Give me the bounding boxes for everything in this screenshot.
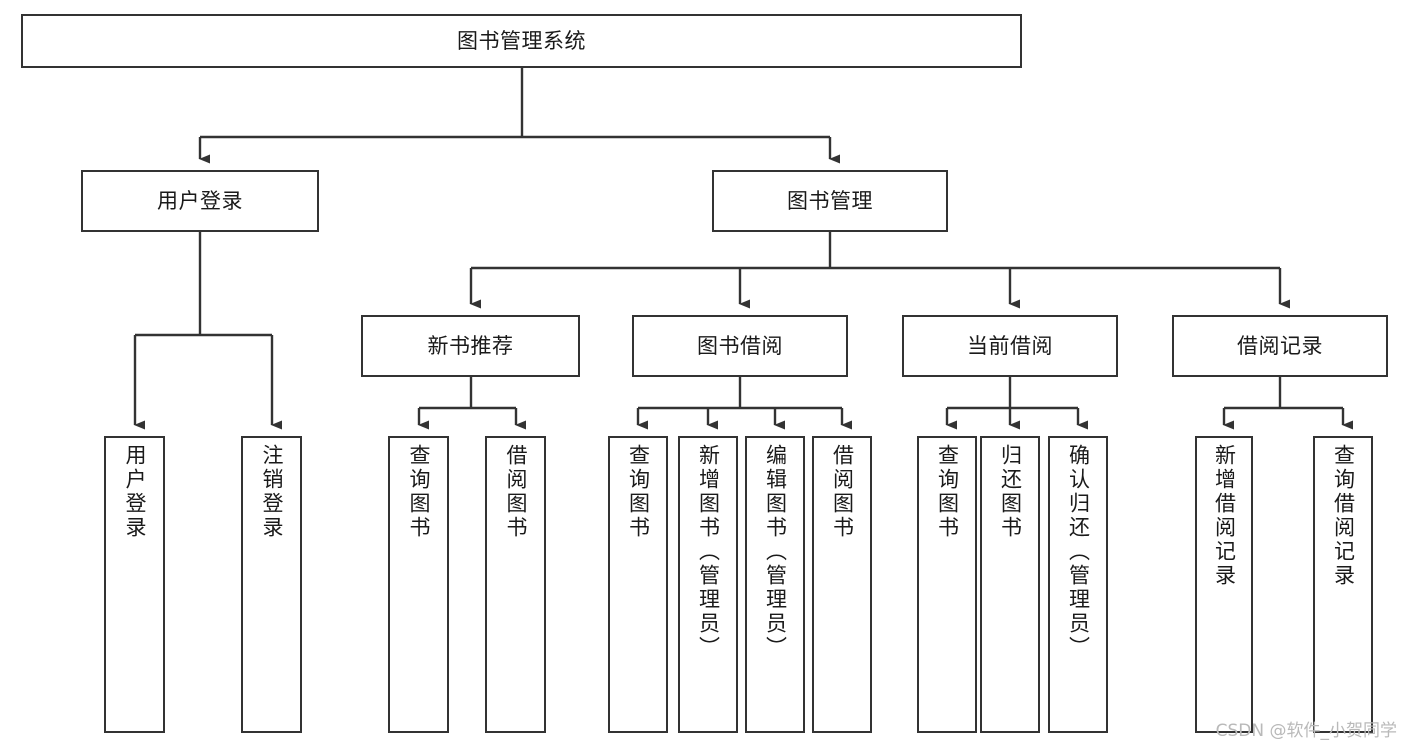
node-leaf-bor-4[interactable]: 借阅图书 [812,436,872,733]
node-label: 图书管理系统 [457,28,586,53]
node-leaf-login-2[interactable]: 注销登录 [241,436,302,733]
node-leaf-cur-1[interactable]: 查询图书 [917,436,977,733]
node-label: 当前借阅 [967,333,1053,358]
node-label: 确认归还（管理员） [1066,444,1091,660]
node-current[interactable]: 当前借阅 [902,315,1118,377]
node-label: 图书管理 [787,188,873,213]
node-leaf-rec-2[interactable]: 查询借阅记录 [1313,436,1373,733]
node-label: 查询借阅记录 [1331,444,1356,588]
node-login[interactable]: 用户登录 [81,170,319,232]
node-leaf-new-1[interactable]: 查询图书 [388,436,449,733]
watermark-text: CSDN @软件_小贺同学 [1215,721,1397,741]
node-label: 借阅图书 [504,444,528,540]
node-label: 注销登录 [260,444,284,540]
node-leaf-login-1[interactable]: 用户登录 [104,436,165,733]
node-label: 新增图书（管理员） [696,444,721,660]
node-leaf-bor-3[interactable]: 编辑图书（管理员） [745,436,805,733]
node-label: 借阅记录 [1237,333,1323,358]
node-leaf-rec-1[interactable]: 新增借阅记录 [1195,436,1253,733]
node-records[interactable]: 借阅记录 [1172,315,1388,377]
node-borrow[interactable]: 图书借阅 [632,315,848,377]
node-root[interactable]: 图书管理系统 [21,14,1022,68]
node-label: 查询图书 [407,444,431,540]
node-label: 新书推荐 [427,333,514,358]
node-label: 查询图书 [935,444,960,540]
node-label: 编辑图书（管理员） [763,444,788,660]
node-leaf-bor-2[interactable]: 新增图书（管理员） [678,436,738,733]
node-leaf-new-2[interactable]: 借阅图书 [485,436,546,733]
node-label: 用户登录 [157,188,243,213]
node-label: 归还图书 [998,444,1023,540]
node-leaf-cur-3[interactable]: 确认归还（管理员） [1048,436,1108,733]
node-label: 用户登录 [123,444,147,540]
node-label: 新增借阅记录 [1212,444,1237,588]
node-label: 图书借阅 [697,333,783,358]
node-newbook[interactable]: 新书推荐 [361,315,580,377]
node-label: 查询图书 [626,444,651,540]
node-bookmgmt[interactable]: 图书管理 [712,170,948,232]
node-leaf-cur-2[interactable]: 归还图书 [980,436,1040,733]
node-leaf-bor-1[interactable]: 查询图书 [608,436,668,733]
node-label: 借阅图书 [830,444,855,540]
